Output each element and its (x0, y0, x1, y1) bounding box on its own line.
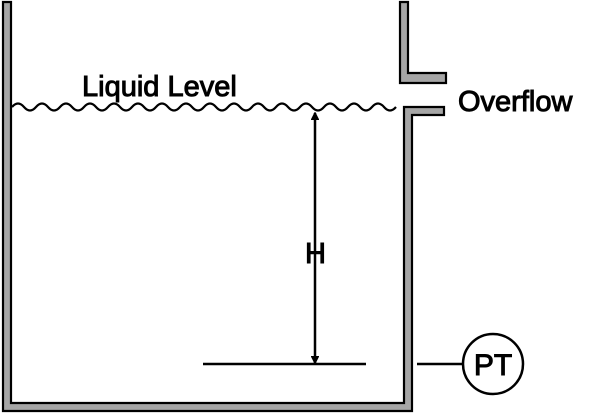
tank-right-wall-upper (398, 0, 448, 85)
height-label: H (305, 238, 326, 270)
liquid-surface-wave (11, 102, 397, 112)
pressure-transmitter-circle (461, 332, 525, 396)
liquid-level-label: Liquid Level (82, 71, 237, 103)
overflow-label: Overflow (458, 86, 573, 118)
tank-left-bottom-right-wall (1, 0, 446, 413)
transmitter-label: PT (474, 349, 512, 382)
